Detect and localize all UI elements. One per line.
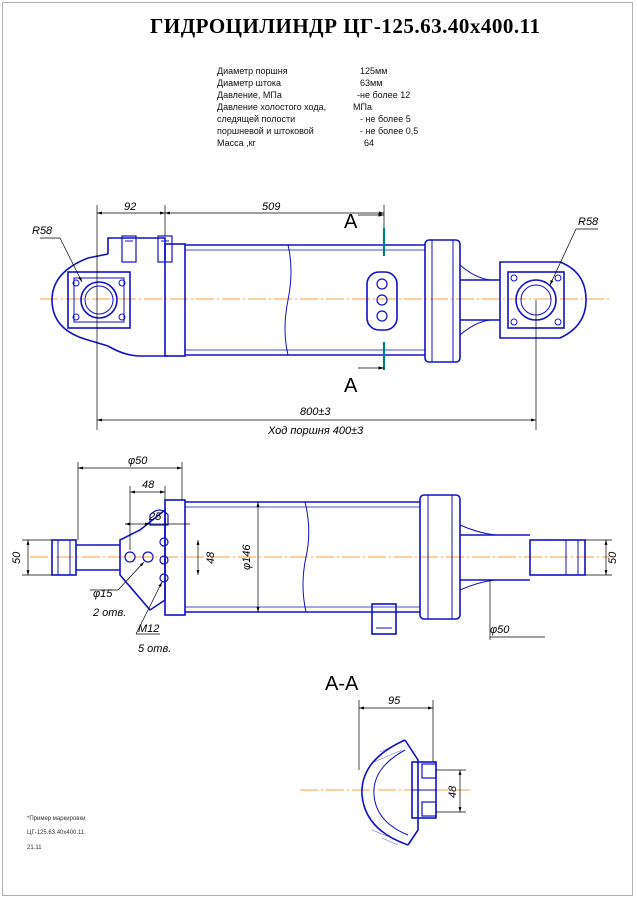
dim-50-left: 50 bbox=[11, 551, 23, 564]
dim-48-mid: 48 bbox=[205, 551, 217, 564]
spec-label: Масса ,кг bbox=[217, 138, 256, 148]
bolt-hole bbox=[118, 279, 126, 287]
side-view: φ50 48 25 50 48 φ146 50 φ15 2 отв. M12 5… bbox=[11, 455, 619, 655]
left-end-cap-side bbox=[164, 499, 186, 616]
pin-hole bbox=[142, 551, 154, 563]
bolt-hole bbox=[159, 573, 169, 583]
spec-value: - не более 5 bbox=[360, 114, 411, 124]
port-boss bbox=[371, 603, 397, 635]
marking-note: *Пример маркировки bbox=[27, 816, 86, 822]
bolt-hole bbox=[159, 555, 169, 565]
bolt-hole bbox=[72, 279, 80, 287]
dim-509: 509 bbox=[262, 201, 280, 213]
port-hole bbox=[376, 294, 388, 306]
section-a-a: А-А 95 48 bbox=[300, 673, 470, 846]
break-line bbox=[284, 244, 292, 356]
dim-section-48: 48 bbox=[447, 785, 459, 798]
pin-hole bbox=[124, 551, 136, 563]
dim-50-right: 50 bbox=[607, 551, 619, 564]
section-title: А-А bbox=[325, 673, 359, 695]
bolt-hole bbox=[159, 537, 169, 547]
port-hole bbox=[376, 310, 388, 322]
spec-value: - не более 0,5 bbox=[360, 126, 419, 136]
dim-phi50-bottom: φ50 bbox=[490, 624, 510, 636]
bolt-hole bbox=[554, 274, 562, 282]
left-bushing-frame bbox=[67, 271, 131, 329]
bolt-hole bbox=[510, 318, 518, 326]
left-pin-bore bbox=[80, 281, 118, 319]
dim-95: 95 bbox=[388, 695, 401, 707]
dim-phi50-top: φ50 bbox=[128, 455, 148, 467]
section-arc-outer bbox=[361, 739, 409, 846]
spec-label: Диаметр поршня bbox=[217, 66, 288, 76]
dim-phi146: φ146 bbox=[241, 544, 253, 570]
left-bushing-inner bbox=[73, 277, 125, 323]
left-eye-outline bbox=[51, 253, 109, 347]
left-eye-side bbox=[51, 539, 77, 576]
section-arc-inner bbox=[373, 749, 409, 836]
drawing-title: ГИДРОЦИЛИНДР ЦГ-125.63.40x400.11 bbox=[150, 14, 541, 38]
spec-value: 125мм bbox=[360, 66, 388, 76]
right-head-side bbox=[419, 494, 461, 620]
right-head-flange bbox=[424, 239, 461, 363]
section-mark-bottom: A bbox=[344, 375, 358, 397]
section-bolt bbox=[421, 763, 437, 779]
dim-r58-left: R58 bbox=[32, 225, 53, 237]
dim-r58-right: R58 bbox=[578, 216, 599, 228]
dim-48-top: 48 bbox=[142, 479, 155, 491]
dim-92: 92 bbox=[124, 201, 136, 213]
dim-holes-5: 5 отв. bbox=[138, 643, 171, 655]
bolt-hole bbox=[510, 274, 518, 282]
left-pin-bore-inner bbox=[84, 285, 114, 315]
spec-label: Давление, МПа bbox=[217, 90, 282, 100]
marking-code: ЦГ-125.63.40x400.11 bbox=[27, 830, 85, 836]
bolt-hole bbox=[72, 313, 80, 321]
bolt-hole bbox=[118, 313, 126, 321]
spec-label: Диаметр штока bbox=[217, 78, 282, 88]
port-hole bbox=[376, 278, 388, 290]
right-eye-side bbox=[529, 539, 586, 576]
dim-stroke: Ход поршня 400±3 bbox=[267, 425, 364, 437]
spec-label: поршневой и штоковой bbox=[217, 126, 314, 136]
break-line bbox=[302, 501, 310, 613]
section-bolt bbox=[421, 801, 437, 817]
dim-800: 800±3 bbox=[300, 406, 331, 418]
spec-value: 64 bbox=[364, 138, 375, 148]
dim-m12: M12 bbox=[138, 623, 159, 635]
spec-value: 63мм bbox=[360, 78, 383, 88]
left-head-bottom bbox=[107, 345, 168, 357]
spec-value: МПа bbox=[353, 102, 372, 112]
left-end-cap bbox=[164, 243, 186, 357]
spec-value: -не более 12 bbox=[357, 90, 411, 100]
port-block bbox=[366, 271, 398, 331]
fitting bbox=[121, 235, 137, 263]
marking-date: 21.11 bbox=[27, 845, 42, 851]
dim-phi15: φ15 bbox=[93, 588, 113, 600]
right-eye-outline bbox=[499, 261, 587, 339]
spec-label: Давление холостого хода, bbox=[217, 102, 327, 112]
dim-holes-2: 2 отв. bbox=[92, 607, 126, 619]
spec-label: следящей полости bbox=[217, 114, 296, 124]
section-mark-top: A bbox=[344, 211, 358, 233]
dim-25: 25 bbox=[148, 511, 162, 523]
bolt-hole bbox=[554, 318, 562, 326]
top-view: A A 92 509 R58 R58 800±3 Ход поршня 400±… bbox=[32, 201, 610, 437]
